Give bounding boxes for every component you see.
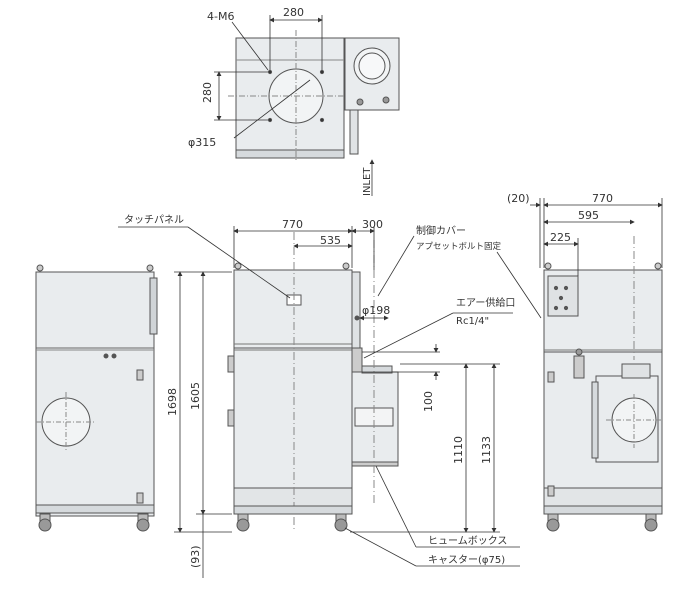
right-view-labels: (20) 770 595 225 (507, 192, 613, 244)
label-inlet: INLET (362, 167, 373, 196)
dim-front-93: (93) (189, 545, 202, 568)
dim-side-595: 595 (578, 209, 599, 222)
left-view-body (35, 271, 155, 517)
label-fume-box: ヒュームボックス (428, 535, 507, 547)
top-view (228, 30, 400, 162)
dim-front-phi198: φ198 (362, 304, 390, 317)
dim-side-770: 770 (592, 192, 613, 205)
label-touch-panel: タッチパネル (124, 214, 184, 226)
dim-front-100: 100 (422, 391, 435, 412)
top-view-labels: 4-M6 280 280 φ315 INLET (188, 6, 373, 196)
label-air-supply: エアー供給口 (456, 296, 515, 309)
right-view (543, 236, 663, 532)
dim-front-1698: 1698 (166, 388, 179, 416)
label-caster: キャスター(φ75) (428, 554, 505, 566)
dim-front-300: 300 (362, 218, 383, 231)
right-view-dimensions (530, 198, 663, 276)
dim-top-280-width: 280 (283, 6, 304, 19)
dim-front-770: 770 (282, 218, 303, 231)
callout-leaders (118, 226, 542, 567)
dim-top-280-height: 280 (201, 82, 214, 103)
dim-front-1110: 1110 (452, 436, 465, 464)
control-cover-panel (547, 275, 579, 317)
top-view-dimensions (214, 15, 375, 196)
label-air-supply-size: Rc1/4" (456, 316, 489, 327)
dim-side-20: (20) (507, 192, 530, 205)
callout-labels: タッチパネル 制御カバー アプセットボルト固定 エアー供給口 Rc1/4" ヒュ… (124, 214, 515, 566)
dim-front-535: 535 (320, 234, 341, 247)
front-view-upper-body (233, 269, 353, 349)
dim-side-225: 225 (550, 231, 571, 244)
dim-front-1133: 1133 (480, 436, 493, 464)
front-view (227, 232, 399, 532)
front-view-dimensions (174, 226, 500, 578)
dim-front-1605: 1605 (189, 382, 202, 410)
label-4-m6: 4-M6 (207, 10, 234, 23)
label-control-cover: 制御カバー (416, 224, 466, 237)
left-view (35, 264, 158, 532)
label-assist-bolt: アプセットボルト固定 (416, 241, 502, 252)
dim-top-phi315: φ315 (188, 136, 216, 149)
front-view-lower-body (233, 347, 353, 489)
front-view-labels: 770 535 300 φ198 1698 1605 (93) 100 1110… (166, 218, 493, 568)
